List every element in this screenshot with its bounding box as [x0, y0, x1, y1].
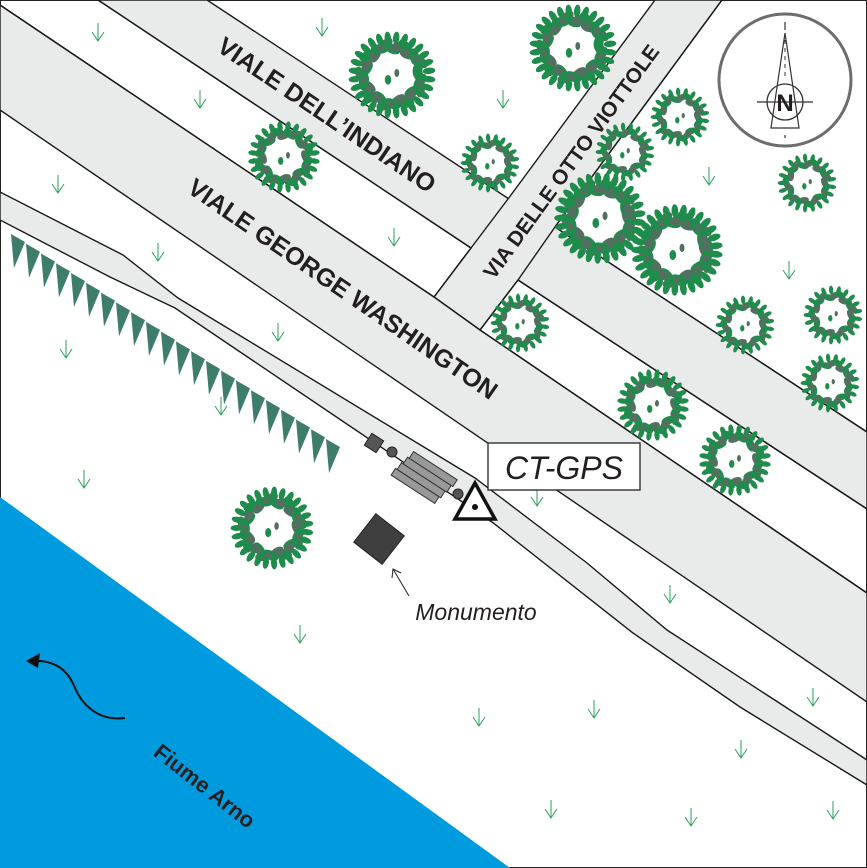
- grass-icon: [806, 688, 820, 707]
- grass-icon: [214, 397, 228, 416]
- bollard-icon: [452, 488, 464, 500]
- grass-icon: [826, 801, 840, 820]
- grass-icon: [544, 800, 558, 819]
- monument-block-icon: [353, 513, 405, 565]
- tree-icon: [777, 153, 837, 213]
- tree-icon: [617, 369, 689, 441]
- hachure-tooth: [86, 282, 100, 317]
- grass-icon: [59, 340, 73, 359]
- hachure-tooth: [71, 273, 85, 308]
- hachure-tooth: [26, 243, 40, 278]
- grass-icon: [387, 228, 401, 247]
- compass-north-letter: N: [776, 90, 793, 117]
- tree-icon: [595, 122, 655, 182]
- tree-icon: [248, 121, 320, 193]
- tree-icon: [699, 424, 771, 496]
- tree-icon: [803, 285, 863, 345]
- tree-icon: [715, 295, 775, 355]
- hachure-tooth: [251, 390, 265, 425]
- tree-icon: [650, 87, 710, 147]
- grass-icon: [91, 23, 105, 42]
- grass-icon: [315, 18, 329, 37]
- hachure-tooth: [56, 263, 70, 298]
- hachure-tooth: [281, 409, 295, 444]
- hachure-tooth: [296, 419, 310, 454]
- hachure-tooth: [161, 331, 175, 366]
- grass-icon: [663, 585, 677, 604]
- hachure-tooth: [11, 234, 25, 268]
- grass-icon: [271, 323, 285, 342]
- hachure-tooth: [146, 321, 160, 356]
- hachure-tooth: [176, 341, 190, 376]
- grass-icon: [293, 625, 307, 644]
- trees: [230, 4, 863, 570]
- hachure-tooth: [131, 312, 145, 347]
- small-block-icon: [363, 432, 385, 454]
- hachure-tooth: [116, 302, 130, 337]
- grass-icon: [151, 243, 165, 262]
- monument-pointer-arrow: [391, 568, 410, 597]
- bollard-icon: [386, 446, 398, 458]
- grass-icon: [734, 740, 748, 759]
- grass-icon: [193, 90, 207, 109]
- embankment-hachures: [11, 234, 340, 473]
- grass-icon: [77, 470, 91, 489]
- grass-icon: [496, 90, 510, 109]
- tree-icon: [490, 293, 550, 353]
- hachure-tooth: [221, 370, 235, 405]
- tree-icon: [800, 353, 860, 413]
- river-flow-arrow: [26, 653, 126, 720]
- grass-icon: [51, 175, 65, 194]
- hachure-tooth: [191, 351, 205, 386]
- grass-icon: [684, 808, 698, 827]
- hachure-tooth: [101, 292, 115, 327]
- tree-icon: [230, 486, 314, 570]
- hachure-tooth: [236, 380, 250, 415]
- tree-icon: [529, 4, 617, 92]
- hachure-tooth: [41, 253, 55, 288]
- grass-icon: [530, 488, 544, 507]
- hachure-tooth: [311, 429, 325, 464]
- steps-icon: [390, 450, 458, 505]
- triangle-benchmark-icon: [452, 479, 498, 521]
- grass-icon: [587, 700, 601, 719]
- grass-marks: [51, 18, 840, 827]
- hachure-tooth: [326, 439, 340, 473]
- hachure-tooth: [206, 360, 220, 395]
- monument-label: Monumento: [415, 599, 537, 625]
- tree-icon: [460, 133, 520, 193]
- riverside-walk: [0, 191, 867, 786]
- hachure-tooth: [266, 399, 280, 434]
- station-label: CT-GPS: [505, 450, 623, 486]
- grass-icon: [782, 261, 796, 280]
- tree-icon: [631, 204, 723, 296]
- station-label-box: [487, 442, 641, 491]
- north-arrow-compass: N: [717, 12, 853, 148]
- river-arno: [0, 497, 510, 868]
- tree-icon: [348, 31, 436, 119]
- grass-icon: [702, 167, 716, 186]
- grass-icon: [472, 708, 486, 727]
- monument-structures: [353, 432, 464, 565]
